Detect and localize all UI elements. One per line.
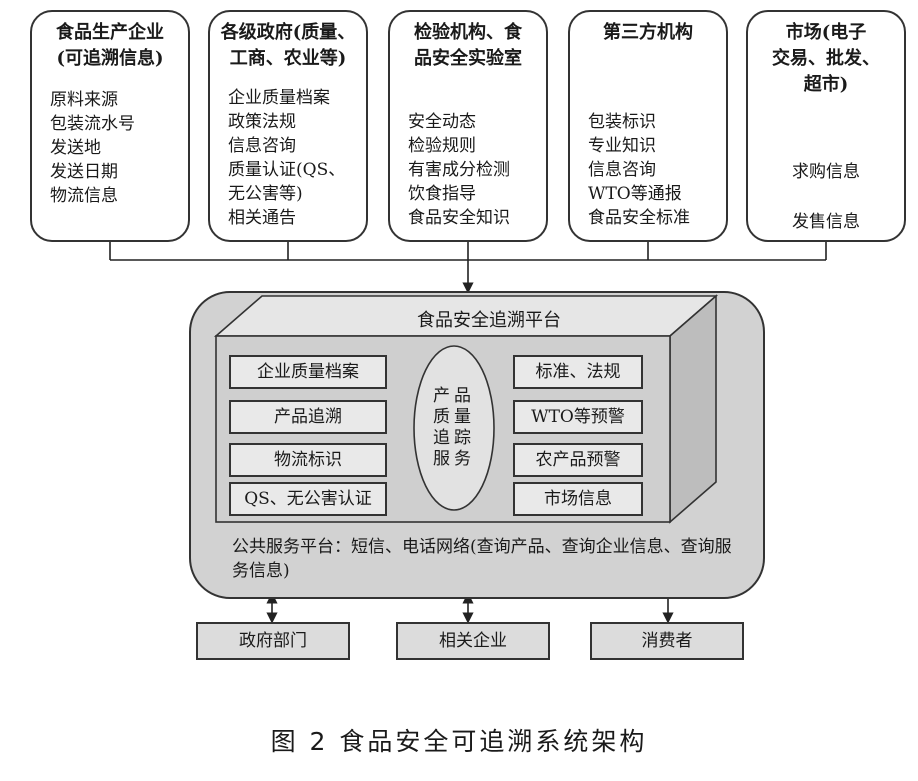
- source-item: 包装标识: [588, 112, 656, 132]
- public-service-label: 公共服务平台：短信、电话网络(查询产品、查询企业信息、查询服务信息): [232, 537, 732, 581]
- source-box-third-party: 第三方机构 包装标识 专业知识 信息咨询 WTO等通报 食品安全标准: [568, 10, 728, 242]
- source-item: 发送日期: [50, 162, 118, 182]
- user-box-government: 政府部门: [196, 622, 350, 660]
- center-service-label: 产品质量追踪服务: [433, 386, 475, 469]
- source-title: 检验机构、食 品安全实验室: [414, 22, 522, 69]
- platform-left-item: 企业质量档案: [229, 355, 387, 389]
- source-item: 饮食指导: [408, 184, 476, 204]
- source-item: 检验规则: [408, 136, 476, 156]
- source-item: 包装流水号: [50, 114, 135, 134]
- source-item: 专业知识: [588, 136, 656, 156]
- source-item: 有害成分检测: [408, 160, 510, 180]
- platform-left-item: 产品追溯: [229, 400, 387, 434]
- source-title: 各级政府(质量、 工商、农业等): [220, 22, 356, 69]
- source-item-list: 求购信息 发售信息: [748, 160, 904, 234]
- source-box-market: 市场(电子 交易、批发、 超市) 求购信息 发售信息: [746, 10, 906, 242]
- source-title: 第三方机构: [603, 22, 693, 43]
- source-item: 安全动态: [408, 112, 476, 132]
- source-item: 质量认证(QS、: [228, 160, 346, 180]
- source-item: 求购信息: [792, 162, 860, 182]
- source-title: 食品生产企业 (可追溯信息): [56, 22, 164, 69]
- source-item: 无公害等): [228, 184, 303, 204]
- user-box-consumer: 消费者: [590, 622, 744, 660]
- platform-title: 食品安全追溯平台: [417, 310, 561, 331]
- source-item-list: 企业质量档案 政策法规 信息咨询 质量认证(QS、 无公害等) 相关通告: [228, 86, 358, 230]
- source-item: 政策法规: [228, 112, 296, 132]
- platform-left-item: 物流标识: [229, 443, 387, 477]
- platform-right-item: WTO等预警: [513, 400, 643, 434]
- source-item: 相关通告: [228, 208, 296, 228]
- source-box-government: 各级政府(质量、 工商、农业等) 企业质量档案 政策法规 信息咨询 质量认证(Q…: [208, 10, 368, 242]
- source-item-list: 包装标识 专业知识 信息咨询 WTO等通报 食品安全标准: [588, 110, 718, 230]
- source-item: 信息咨询: [228, 136, 296, 156]
- source-item: WTO等通报: [588, 184, 682, 204]
- source-item-list: 原料来源 包装流水号 发送地 发送日期 物流信息: [50, 88, 180, 208]
- user-box-enterprise: 相关企业: [396, 622, 550, 660]
- source-item: 原料来源: [50, 90, 118, 110]
- source-item: 物流信息: [50, 186, 118, 206]
- figure-caption: 图 2 食品安全可追溯系统架构: [270, 727, 648, 756]
- source-item: 发送地: [50, 138, 101, 158]
- source-item: 信息咨询: [588, 160, 656, 180]
- platform-right-item: 农产品预警: [513, 443, 643, 477]
- platform-right-item: 标准、法规: [513, 355, 643, 389]
- source-box-producer: 食品生产企业 (可追溯信息) 原料来源 包装流水号 发送地 发送日期 物流信息: [30, 10, 190, 242]
- platform-right-item: 市场信息: [513, 482, 643, 516]
- source-item: 食品安全标准: [588, 208, 690, 228]
- source-title: 市场(电子 交易、批发、 超市): [772, 22, 880, 95]
- source-item: 企业质量档案: [228, 88, 330, 108]
- source-item: 食品安全知识: [408, 208, 510, 228]
- source-item-list: 安全动态 检验规则 有害成分检测 饮食指导 食品安全知识: [408, 110, 538, 230]
- source-item: 发售信息: [792, 212, 860, 232]
- source-box-inspection: 检验机构、食 品安全实验室 安全动态 检验规则 有害成分检测 饮食指导 食品安全…: [388, 10, 548, 242]
- platform-left-item: QS、无公害认证: [229, 482, 387, 516]
